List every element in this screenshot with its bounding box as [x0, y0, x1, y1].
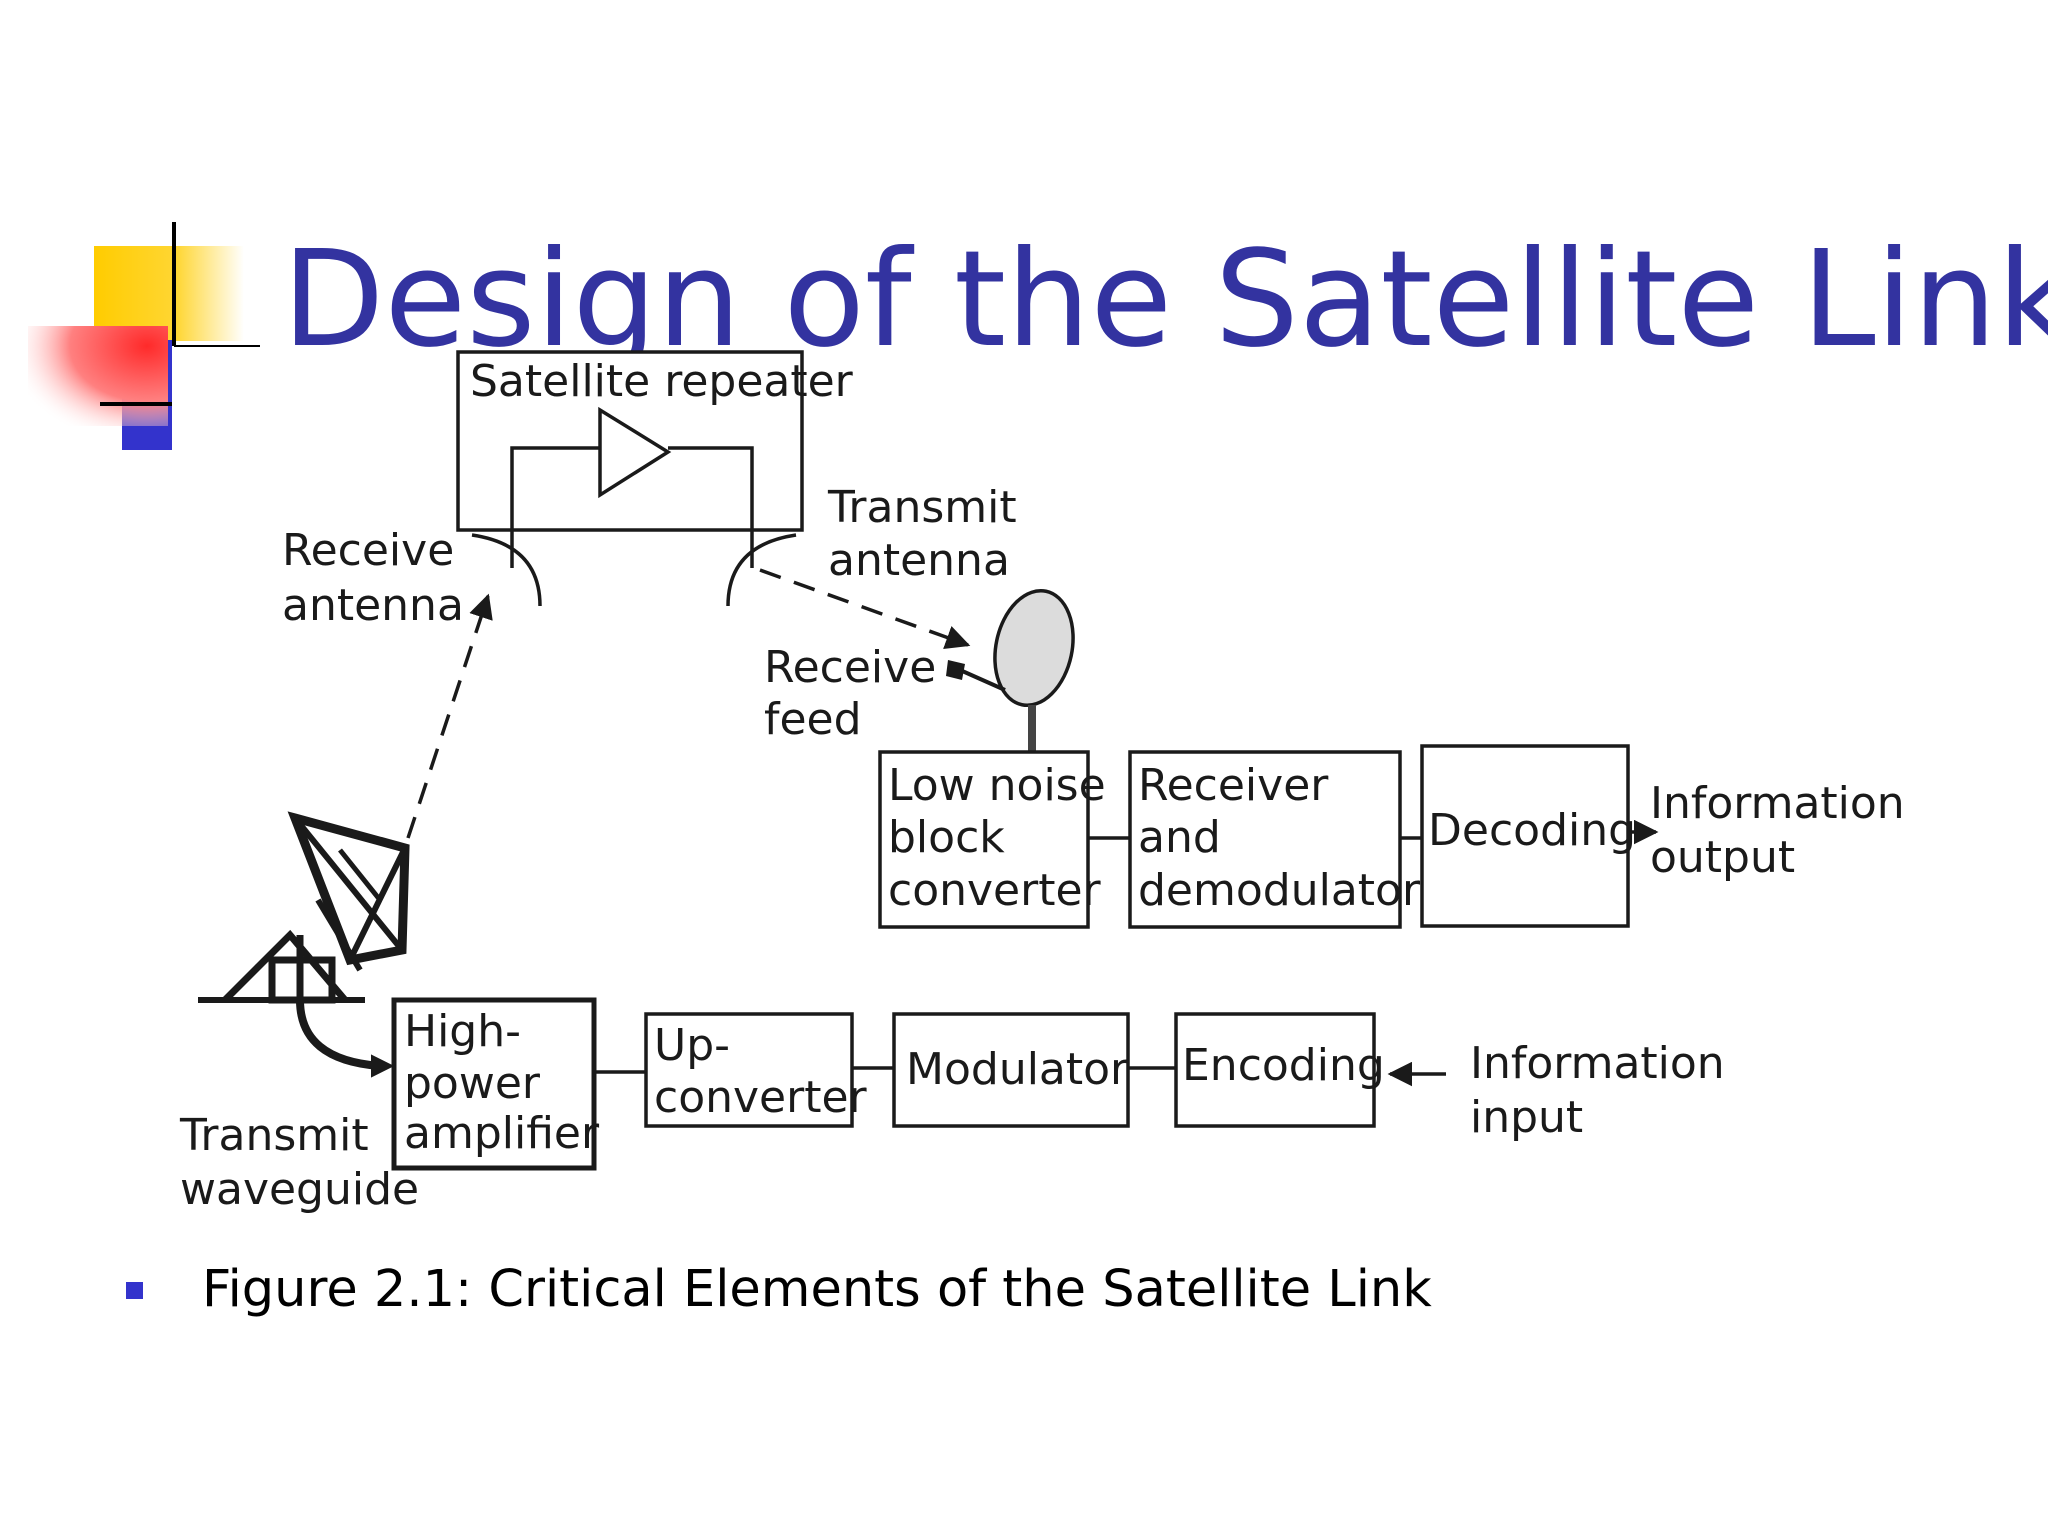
satellite-repeater-label: Satellite repeater [470, 356, 854, 407]
satellite-repeater: Satellite repeater [456, 350, 854, 568]
information-input-label-1: Information [1470, 1038, 1725, 1089]
receiver-demodulator-block: Receiver and demodulator [1128, 750, 1421, 929]
uplink-path [406, 593, 493, 839]
hpa-label-3: amplifier [404, 1108, 600, 1159]
modulator-block: Modulator [892, 1012, 1130, 1128]
encoding-block: Encoding [1174, 1012, 1385, 1128]
amplifier-triangle-icon [598, 406, 672, 499]
lnb-label-2: block [888, 812, 1005, 863]
receive-antenna-reflector [471, 533, 542, 607]
transmit-waveguide-label-1: Transmit [179, 1110, 369, 1161]
upconverter-label-2: converter [654, 1072, 868, 1123]
information-output-label-2: output [1650, 832, 1795, 883]
decoding-block: Decoding [1420, 744, 1636, 928]
figure-caption: Figure 2.1: Critical Elements of the Sat… [202, 1260, 1432, 1319]
receiver-demod-label-1: Receiver [1138, 760, 1329, 811]
transmit-waveguide-label-2: waveguide [180, 1164, 419, 1215]
receiver-demod-label-2: and [1138, 812, 1221, 863]
receive-antenna-label-2: antenna [282, 580, 464, 631]
lnb-label-3: converter [888, 865, 1102, 916]
upconverter-block: Up- converter [644, 1012, 868, 1128]
downlink-path [759, 568, 971, 650]
encoding-label: Encoding [1182, 1040, 1385, 1091]
upconverter-label-1: Up- [654, 1020, 730, 1071]
satellite-dish-icon [198, 811, 410, 1078]
receive-feed-label-2: feed [764, 694, 862, 745]
hpa-label-1: High- [404, 1006, 521, 1057]
transmit-antenna-reflector [726, 533, 797, 607]
high-power-amplifier-block: High- power amplifier [391, 997, 600, 1171]
hpa-label-2: power [404, 1058, 541, 1109]
receive-antenna-label-1: Receive [282, 525, 454, 576]
decoding-label: Decoding [1428, 805, 1636, 856]
information-output-label-1: Information [1650, 778, 1905, 829]
receive-feed-label-1: Receive [764, 642, 936, 693]
transmit-antenna-label-2: antenna [828, 535, 1010, 586]
lnb-label-1: Low noise [888, 760, 1106, 811]
bullet-icon [126, 1282, 143, 1299]
transmit-antenna-label-1: Transmit [827, 482, 1017, 533]
receiver-demod-label-3: demodulator [1138, 865, 1421, 916]
lnb-block: Low noise block converter [878, 750, 1106, 929]
information-input-label-2: input [1470, 1092, 1583, 1143]
slide-accent-decoration [28, 222, 260, 450]
modulator-label: Modulator [906, 1044, 1129, 1095]
receive-dish-icon [946, 588, 1075, 760]
